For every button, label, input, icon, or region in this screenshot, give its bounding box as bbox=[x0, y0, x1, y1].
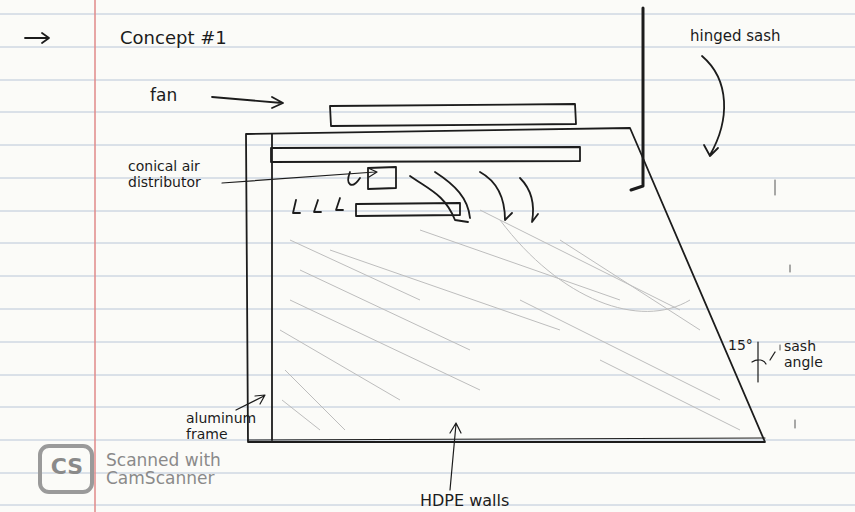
angle-mark bbox=[752, 342, 766, 382]
shading bbox=[280, 210, 740, 430]
frame-leader bbox=[236, 395, 265, 410]
fan-arrow bbox=[212, 97, 283, 108]
air-duct bbox=[271, 147, 580, 162]
watermark-logo-text: CS bbox=[45, 454, 89, 479]
part-label: hinged sash bbox=[690, 28, 810, 45]
ruled-lines bbox=[0, 14, 855, 505]
fan-rect bbox=[330, 104, 576, 126]
bullet-arrow bbox=[25, 33, 49, 43]
part-label: aluminum frame bbox=[186, 410, 266, 442]
sash-leader bbox=[702, 56, 724, 156]
watermark-logo bbox=[40, 446, 92, 492]
margin-line bbox=[94, 0, 96, 512]
part-label: HDPE walls bbox=[420, 492, 560, 510]
angle-dimension: 15° bbox=[728, 337, 768, 353]
concept-title: Concept #1 bbox=[120, 28, 260, 49]
part-label: conical air distributor bbox=[128, 158, 220, 190]
walls-leader bbox=[450, 423, 461, 490]
distributor-plate bbox=[356, 203, 460, 216]
distributor-leader bbox=[222, 168, 377, 183]
part-label: fan bbox=[150, 86, 210, 106]
hinged-sash bbox=[631, 8, 643, 190]
watermark: Scanned with CamScanner bbox=[106, 452, 256, 488]
sketch bbox=[25, 8, 795, 490]
dimension-label: sash angle bbox=[784, 338, 840, 370]
